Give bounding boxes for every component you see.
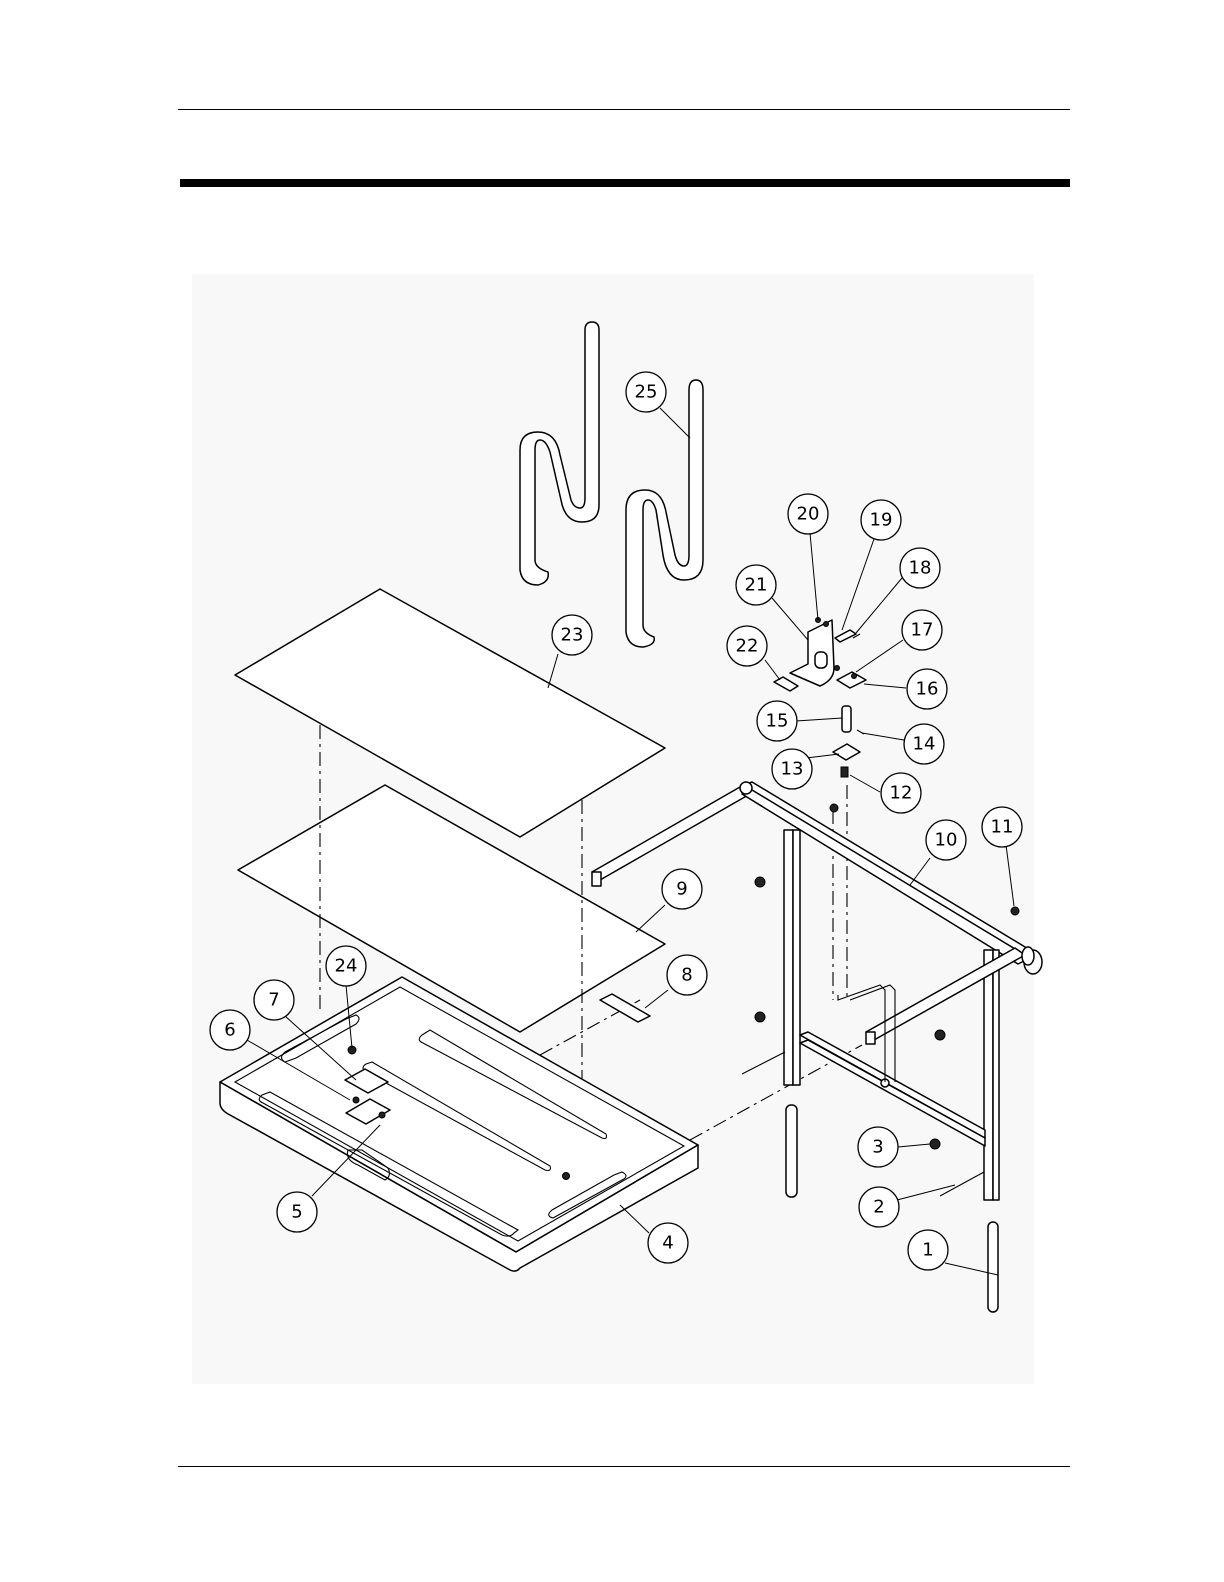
callout-19: 19 xyxy=(861,500,901,540)
top-sheet-part-23 xyxy=(235,589,665,837)
callout-24: 24 xyxy=(326,946,366,986)
callout-10: 10 xyxy=(926,820,966,860)
svg-text:4: 4 xyxy=(662,1233,673,1254)
callout-21: 21 xyxy=(736,565,776,605)
svg-text:13: 13 xyxy=(781,759,804,780)
callout-8: 8 xyxy=(667,955,707,995)
svg-text:10: 10 xyxy=(935,830,958,851)
svg-text:9: 9 xyxy=(676,879,687,900)
svg-text:12: 12 xyxy=(890,783,913,804)
callout-15: 15 xyxy=(757,701,797,741)
callout-6: 6 xyxy=(210,1010,250,1050)
svg-text:6: 6 xyxy=(224,1020,235,1041)
svg-text:22: 22 xyxy=(736,636,759,657)
svg-text:1: 1 xyxy=(922,1240,933,1261)
svg-text:11: 11 xyxy=(991,817,1014,838)
svg-text:15: 15 xyxy=(766,711,789,732)
callout-22: 22 xyxy=(727,626,767,666)
svg-text:2: 2 xyxy=(873,1197,884,1218)
svg-text:19: 19 xyxy=(870,510,893,531)
svg-text:17: 17 xyxy=(911,620,934,641)
callout-4: 4 xyxy=(648,1223,688,1263)
svg-text:3: 3 xyxy=(872,1137,883,1158)
callout-13: 13 xyxy=(772,749,812,789)
callout-25: 25 xyxy=(626,372,666,412)
callout-1: 1 xyxy=(908,1230,948,1270)
callout-3: 3 xyxy=(858,1127,898,1167)
callout-17: 17 xyxy=(902,610,942,650)
svg-text:5: 5 xyxy=(291,1202,302,1223)
callout-23: 23 xyxy=(552,615,592,655)
callout-12: 12 xyxy=(881,773,921,813)
svg-text:18: 18 xyxy=(909,558,932,579)
svg-text:21: 21 xyxy=(745,575,768,596)
callout-14: 14 xyxy=(904,724,944,764)
callout-11: 11 xyxy=(982,807,1022,847)
callout-9: 9 xyxy=(662,869,702,909)
callout-2: 2 xyxy=(859,1187,899,1227)
svg-text:7: 7 xyxy=(268,990,279,1011)
callout-7: 7 xyxy=(254,980,294,1020)
callout-18: 18 xyxy=(900,548,940,588)
label-part-8 xyxy=(600,994,650,1022)
callout-5: 5 xyxy=(277,1192,317,1232)
svg-text:14: 14 xyxy=(913,734,936,755)
callout-20: 20 xyxy=(788,494,828,534)
svg-text:20: 20 xyxy=(797,504,820,525)
pad-sheet-part-9 xyxy=(238,785,665,1032)
svg-text:8: 8 xyxy=(681,965,692,986)
strap-part-25 xyxy=(520,322,703,647)
svg-text:25: 25 xyxy=(635,382,658,403)
svg-text:16: 16 xyxy=(916,679,939,700)
svg-text:23: 23 xyxy=(561,625,584,646)
svg-text:24: 24 xyxy=(335,956,358,977)
callout-16: 16 xyxy=(907,669,947,709)
